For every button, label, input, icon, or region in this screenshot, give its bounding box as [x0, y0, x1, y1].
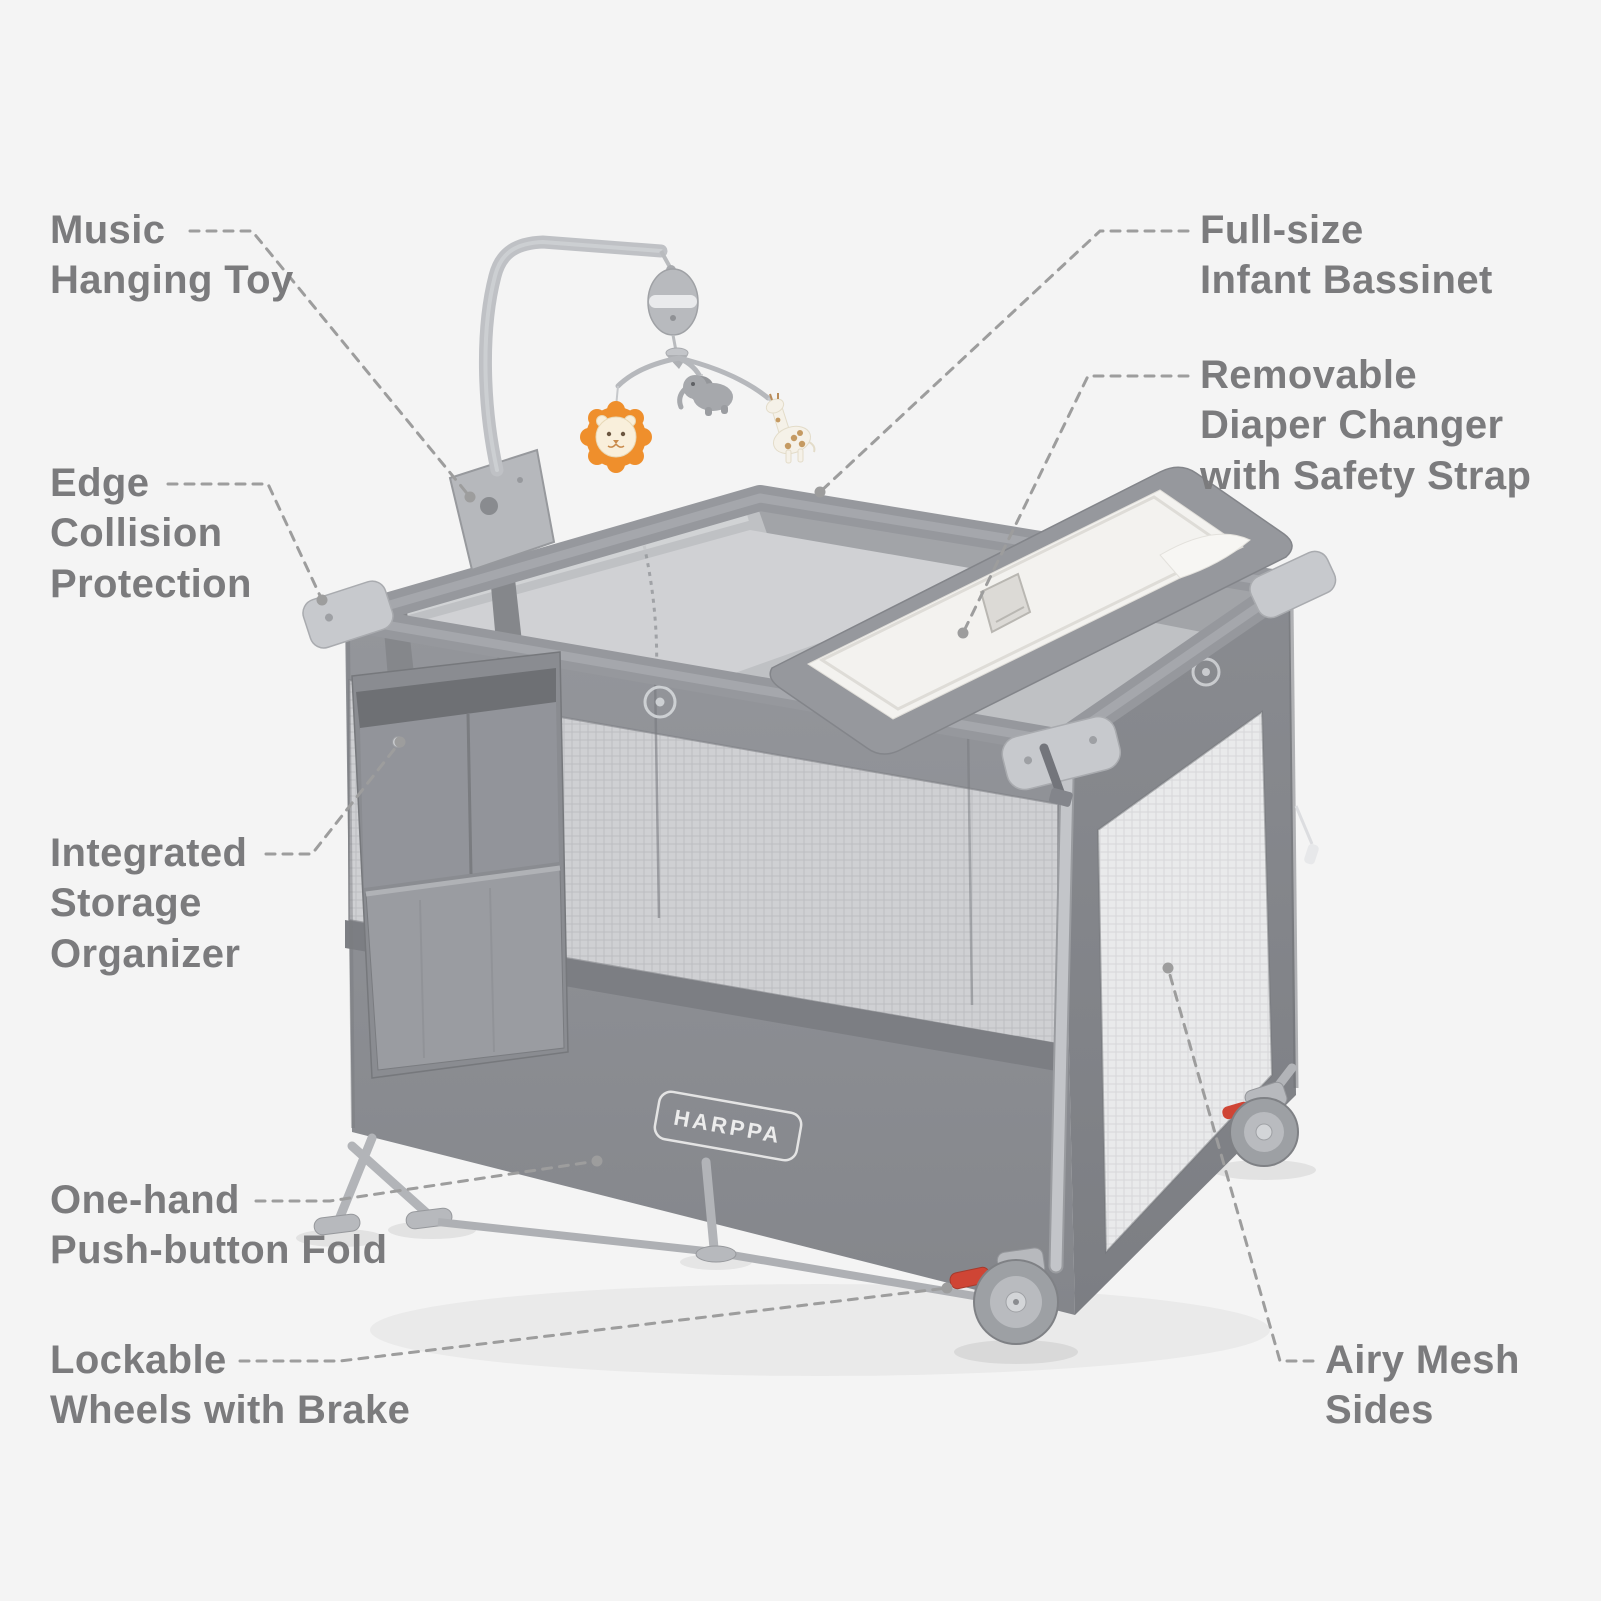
callout-text-line: Music	[50, 208, 166, 252]
toy-giraffe	[765, 393, 816, 464]
callout-lines	[166, 229, 1315, 1363]
callout-text-line: Full-size	[1200, 208, 1364, 252]
callout-text-line: Sides	[1325, 1388, 1434, 1433]
leader-airy-mesh-sides	[1166, 966, 1315, 1363]
fabric-emblem-side	[1191, 657, 1221, 687]
callout-lockable-wheels-with-brake: Lockable Wheels with Brake	[50, 1335, 410, 1436]
toy-lion	[580, 401, 652, 473]
fold-strut	[695, 1157, 737, 1263]
callout-text-line: Organizer	[50, 931, 241, 976]
wheel-back	[1222, 1063, 1299, 1167]
callout-text-line: Push-button Fold	[50, 1228, 388, 1273]
callout-music-hanging-toy: Music Hanging Toy	[50, 205, 294, 306]
toy-elephant	[677, 375, 733, 416]
organizer-front-pocket	[365, 867, 565, 1071]
music-box	[647, 268, 699, 336]
anchor-lockable-wheels-with-brake	[941, 1282, 953, 1294]
fabric-emblem-front	[643, 685, 677, 719]
callout-text-line: Edge	[50, 461, 150, 505]
safety-strap	[979, 572, 1073, 807]
leader-edge-collision-protection	[166, 482, 324, 602]
callout-text-line: Storage	[50, 881, 202, 926]
leader-one-hand-push-button-fold	[254, 1159, 599, 1203]
callout-text-line: Diaper Changer	[1200, 403, 1504, 448]
arm-mount-bracket	[448, 448, 556, 572]
callout-text-line: Collision	[50, 511, 223, 556]
anchor-edge-collision-protection	[316, 594, 328, 606]
storage-organizer	[351, 651, 569, 1079]
leader-removable-diaper-changer	[961, 374, 1190, 635]
callout-text-line: Integrated	[50, 831, 248, 875]
callout-text-line: Protection	[50, 561, 252, 606]
anchor-one-hand-push-button-fold	[591, 1155, 603, 1167]
callout-edge-collision-protection: Edge Collision Protection	[50, 458, 252, 609]
callout-removable-diaper-changer: Removable Diaper Changer with Safety Str…	[1200, 350, 1531, 501]
corner-bracket-back-right	[1249, 550, 1337, 619]
callout-anchor-dots	[316, 486, 1174, 1294]
corner-brackets	[302, 550, 1337, 791]
anchor-integrated-storage-organizer	[394, 736, 406, 748]
callout-text-line: Infant Bassinet	[1200, 258, 1493, 303]
wheel-front	[949, 1247, 1059, 1345]
anchor-music-hanging-toy	[464, 491, 476, 503]
callout-full-size-infant-bassinet: Full-size Infant Bassinet	[1200, 205, 1493, 306]
corner-bracket-front-right	[1001, 715, 1122, 791]
zipper-pull	[1304, 843, 1319, 865]
diaper-changer	[769, 466, 1293, 807]
callout-one-hand-push-button-fold: One-hand Push-button Fold	[50, 1175, 387, 1276]
callout-text-line: Airy Mesh	[1325, 1338, 1520, 1382]
callout-text-line: Hanging Toy	[50, 258, 294, 303]
callout-text-line: Removable	[1200, 353, 1418, 397]
anchor-removable-diaper-changer	[957, 627, 969, 639]
side-zipper	[1294, 805, 1314, 845]
music-mobile-arm	[448, 235, 816, 572]
mobile-spinner	[615, 347, 780, 410]
leader-integrated-storage-organizer	[264, 740, 402, 856]
callout-text-line: Lockable	[50, 1338, 227, 1382]
leader-full-size-infant-bassinet	[818, 229, 1190, 494]
callout-text-line: with Safety Strap	[1200, 453, 1532, 498]
callout-text-line: One-hand	[50, 1178, 240, 1222]
left-feet	[313, 1133, 453, 1236]
leader-lockable-wheels-with-brake	[238, 1286, 949, 1363]
corner-upright-pole	[1050, 774, 1073, 1272]
organizer-opening	[356, 668, 556, 730]
callout-integrated-storage-organizer: Integrated Storage Organizer	[50, 828, 247, 979]
callout-text-line: Wheels with Brake	[50, 1388, 411, 1433]
anchor-full-size-infant-bassinet	[814, 486, 826, 498]
leader-music-hanging-toy	[188, 229, 472, 499]
callout-airy-mesh-sides: Airy Mesh Sides	[1325, 1335, 1520, 1436]
legs-and-wheels	[313, 1063, 1299, 1345]
anchor-airy-mesh-sides	[1162, 962, 1174, 974]
